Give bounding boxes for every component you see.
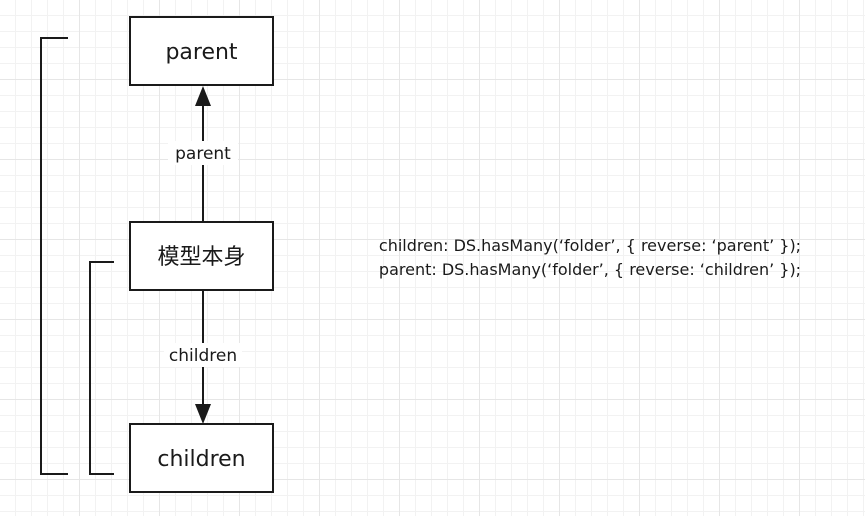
node-self-box xyxy=(129,221,274,291)
node-children-label: children xyxy=(157,447,245,472)
node-parent-label: parent xyxy=(165,40,237,65)
edge-label-children: children xyxy=(169,346,237,366)
edge-label-bg-children xyxy=(164,343,242,367)
arrow-down-head xyxy=(195,404,211,424)
code-line-parent: parent: DS.hasMany(‘folder’, { reverse: … xyxy=(378,260,802,279)
node-self-label: 模型本身 xyxy=(157,245,245,270)
edge-label-parent: parent xyxy=(175,144,231,164)
inner-bracket xyxy=(89,261,114,475)
node-parent: parent xyxy=(129,16,274,86)
node-children: children xyxy=(129,423,274,493)
code-snippet: children: DS.hasMany(‘folder’, { reverse… xyxy=(330,234,850,282)
outer-bracket xyxy=(40,37,68,475)
node-self: 模型本身 xyxy=(129,221,274,291)
edge-label-bg-parent xyxy=(168,141,238,165)
node-children-box xyxy=(129,423,274,493)
code-line-children: children: DS.hasMany(‘folder’, { reverse… xyxy=(378,236,802,255)
node-parent-box xyxy=(129,16,274,86)
arrow-up-head xyxy=(195,86,211,106)
